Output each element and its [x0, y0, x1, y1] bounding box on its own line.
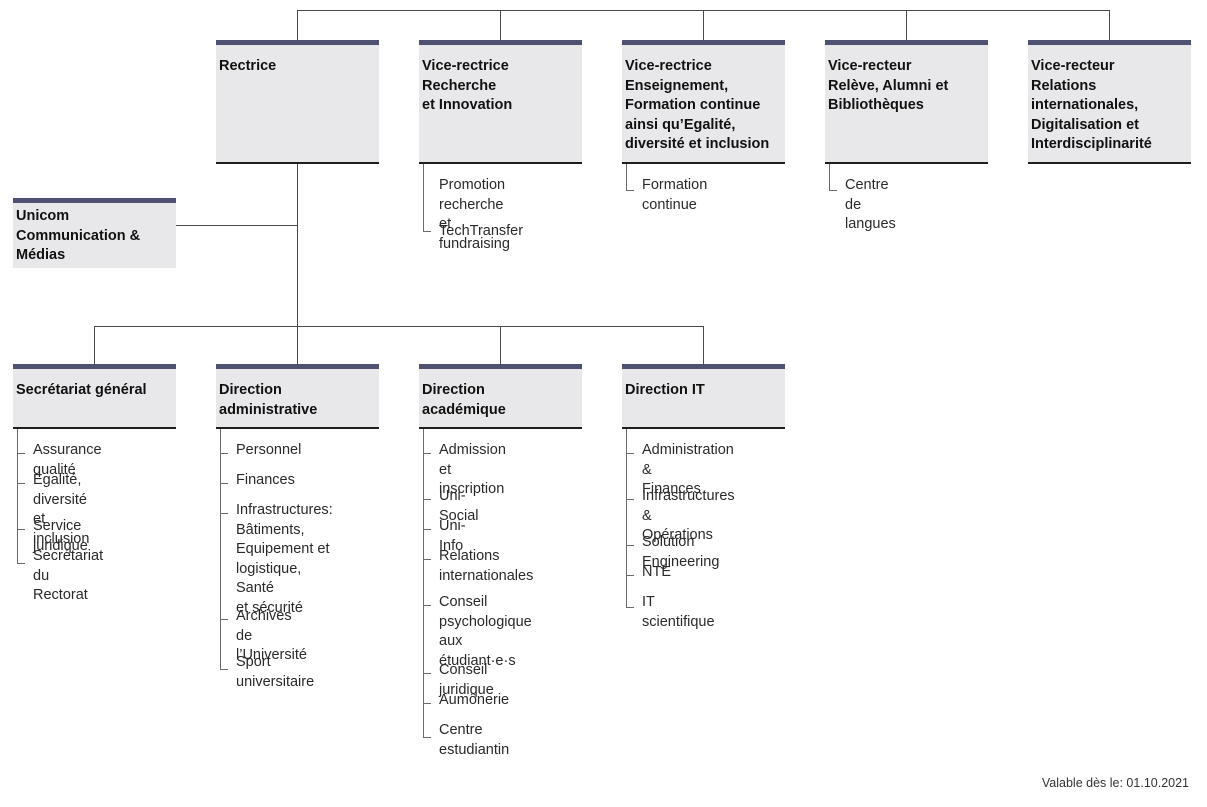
unit-admission: Admission et inscription: [439, 442, 506, 497]
unit-infrastructures: Infrastructures: Bâtiments, Equipement e…: [236, 502, 333, 616]
connector-vr-research: [500, 10, 501, 41]
unit-conseil-psychologique: Conseil psychologique aux étudiant·e·s: [439, 594, 532, 669]
vr-teaching-box: Vice-rectrice Enseignement, Formation co…: [622, 40, 785, 164]
unit-conseil-juridique: Conseil juridique: [439, 662, 494, 698]
connector-vr-international: [1109, 10, 1110, 41]
connector-rectrice: [297, 10, 298, 41]
rectrice-title: Rectrice: [219, 58, 277, 74]
unit-centre-estudiantin: Centre estudiantin: [439, 722, 510, 758]
unicom-box: Unicom Communication & Médias: [13, 198, 176, 268]
unit-centre-de-langues: Centre de langues: [845, 177, 896, 232]
secretariat-title: Secrétariat général: [16, 382, 147, 398]
unit-it-infrastructures-operations: Infrastructures & Opérations: [642, 488, 735, 543]
unit-aumonerie: Aumônerie: [439, 692, 510, 708]
unit-archives: Archives de l’Université: [236, 608, 307, 663]
connector-academic: [500, 326, 501, 365]
unit-uni-social: Uni-Social: [439, 488, 479, 524]
connector-it: [703, 326, 704, 365]
vr-international-box: Vice-recteur Relations internationales, …: [1028, 40, 1191, 164]
unit-nte: NTE: [642, 564, 671, 580]
unit-promotion-recherche: Promotion recherche et fundraising: [439, 177, 510, 252]
unicom-connector: [176, 225, 297, 226]
directorates-connector: [94, 326, 704, 327]
vr-research-box: Vice-rectrice Recherche et Innovation: [419, 40, 582, 164]
unit-service-juridique: Service juridique: [33, 518, 88, 554]
vr-alumni-units-line: [829, 164, 830, 191]
academic-units-line: [423, 429, 424, 738]
secretariat-units-line: [17, 429, 18, 564]
unit-techtransfer: TechTransfer: [439, 223, 524, 239]
vr-research-units-line: [423, 164, 424, 232]
secretariat-box: Secrétariat général: [13, 364, 176, 429]
vr-alumni-title: Vice-recteur Relève, Alumni et Bibliothè…: [828, 58, 949, 113]
unit-sport-universitaire: Sport universitaire: [236, 654, 315, 690]
connector-vr-alumni: [906, 10, 907, 41]
unit-personnel: Personnel: [236, 442, 302, 458]
unit-it-scientifique: IT scientifique: [642, 594, 715, 630]
unit-egalite-diversite: Egalité, diversité et inclusion: [33, 472, 90, 547]
administrative-units-line: [220, 429, 221, 670]
connector-secretariat: [94, 326, 95, 365]
it-box: Direction IT: [622, 364, 785, 429]
unit-assurance-qualite: Assurance qualité: [33, 442, 102, 478]
connector-vr-teaching: [703, 10, 704, 41]
vr-research-title: Vice-rectrice Recherche et Innovation: [422, 58, 513, 113]
rectrice-trunk-connector: [297, 164, 298, 365]
unit-finances: Finances: [236, 472, 295, 488]
validity-date: Valable dès le: 01.10.2021: [1041, 776, 1189, 790]
administrative-title: Direction administrative: [219, 382, 318, 418]
unit-uni-info: Uni-Info: [439, 518, 466, 554]
vr-teaching-units-line: [626, 164, 627, 191]
vr-alumni-box: Vice-recteur Relève, Alumni et Bibliothè…: [825, 40, 988, 164]
unit-formation-continue: Formation continue: [642, 177, 708, 213]
vr-teaching-title: Vice-rectrice Enseignement, Formation co…: [625, 58, 770, 152]
unit-secretariat-rectorat: Secrétariat du Rectorat: [33, 548, 104, 603]
unit-relations-internationales: Relations internationales: [439, 548, 534, 584]
unicom-title: Unicom Communication & Médias: [16, 208, 141, 263]
rectrice-box: Rectrice: [216, 40, 379, 164]
unit-solution-engineering: Solution Engineering: [642, 534, 720, 570]
it-units-line: [626, 429, 627, 608]
unit-it-administration-finances: Administration & Finances: [642, 442, 734, 497]
academic-box: Direction académique: [419, 364, 582, 429]
administrative-box: Direction administrative: [216, 364, 379, 429]
it-title: Direction IT: [625, 382, 705, 398]
vr-international-title: Vice-recteur Relations internationales, …: [1031, 58, 1152, 152]
academic-title: Direction académique: [422, 382, 506, 418]
